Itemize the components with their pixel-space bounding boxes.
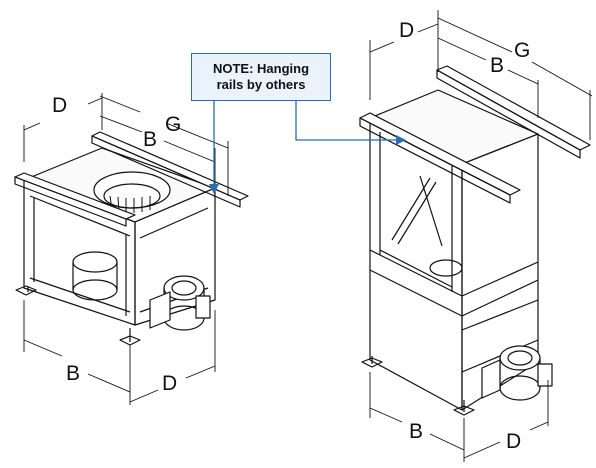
left-top-g-label: G — [165, 113, 181, 136]
left-inlet-cone — [93, 171, 171, 209]
right-motor — [481, 345, 553, 401]
right-top-b-label: B — [490, 54, 504, 77]
right-hanging-rails — [359, 65, 591, 204]
note-line-1: NOTE: Hanging — [212, 61, 310, 76]
left-base-b-label: B — [66, 362, 80, 385]
left-hanging-rails — [14, 131, 249, 227]
hanging-rails-note: NOTE: Hanging rails by others — [191, 53, 331, 101]
left-base-d-label: D — [162, 372, 177, 395]
left-isolator-feet — [15, 285, 141, 346]
right-top-g-label: G — [514, 39, 530, 62]
left-housing-side — [134, 187, 216, 326]
left-top-d-label: D — [52, 94, 67, 117]
right-fan-unit: D B G B D — [359, 10, 593, 462]
right-base-b-label: B — [409, 420, 423, 443]
note-callout-arrows — [209, 101, 406, 194]
right-top-d-label: D — [399, 19, 414, 42]
left-dimension-lines — [23, 93, 229, 405]
note-line-2: rails by others — [216, 77, 306, 92]
left-fan-unit: D B G B D — [14, 93, 249, 405]
left-top-b-label: B — [143, 128, 157, 151]
right-isolator-feet — [361, 356, 475, 416]
right-base-d-label: D — [506, 430, 521, 453]
right-dimension-lines — [369, 10, 593, 462]
left-motor — [149, 275, 211, 331]
